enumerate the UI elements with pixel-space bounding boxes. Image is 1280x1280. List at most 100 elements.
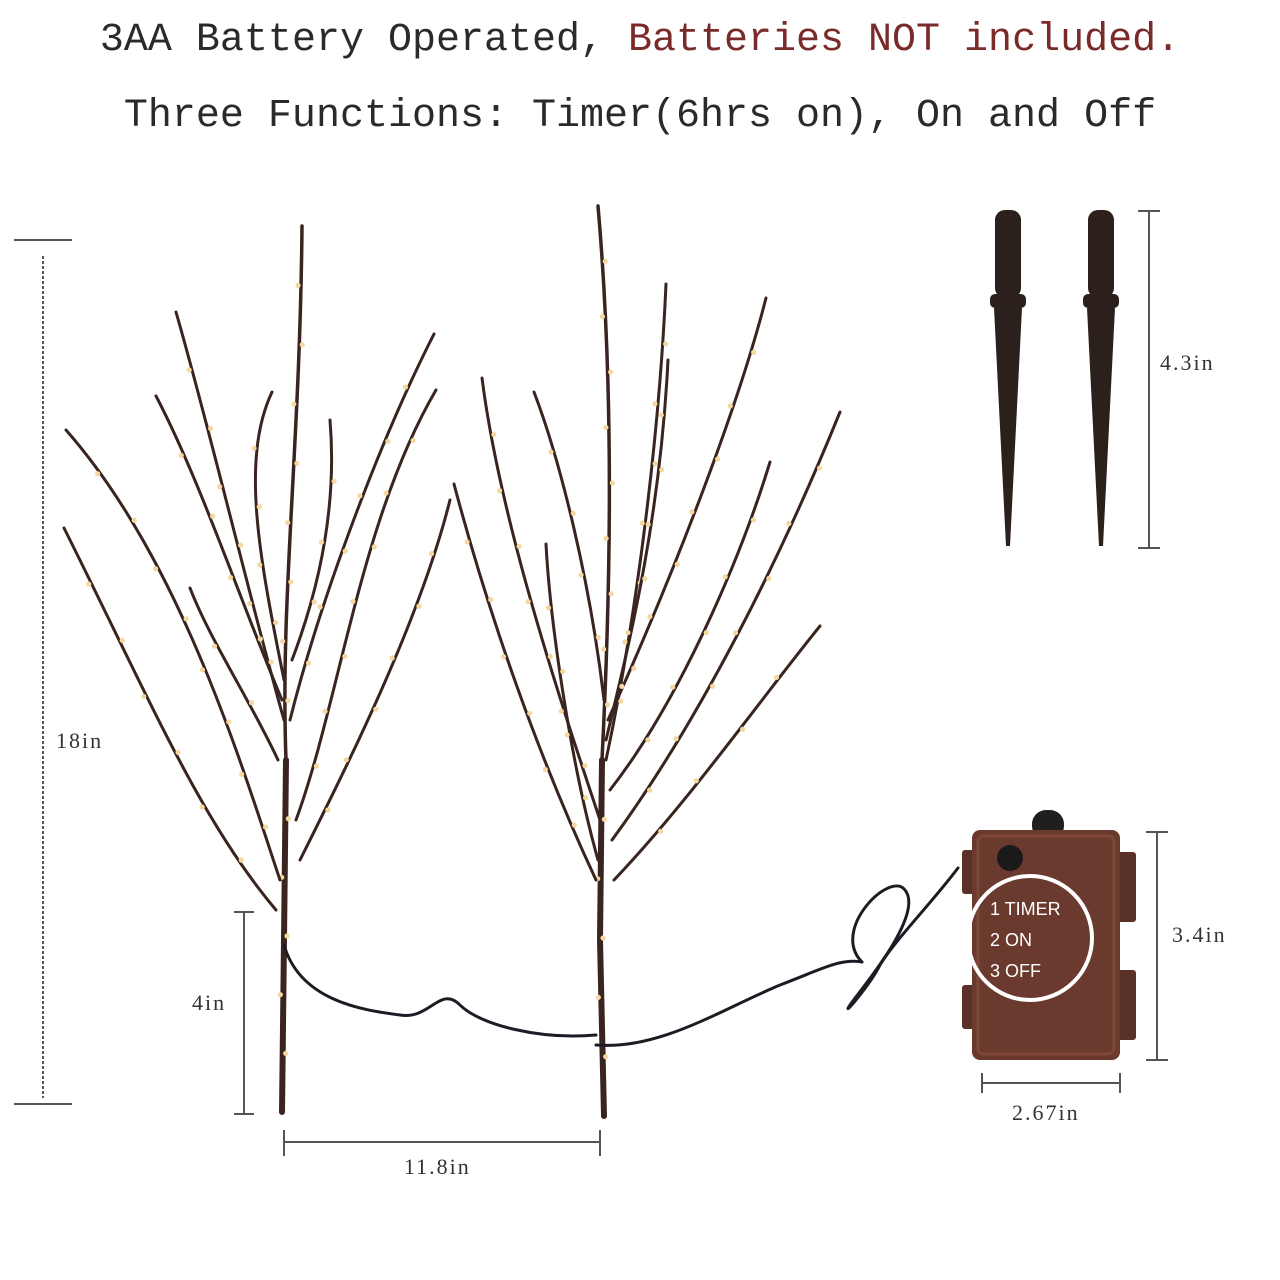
tree-branch (298, 498, 452, 862)
mode-label-ring (966, 874, 1094, 1002)
led-bulb (331, 478, 337, 484)
led-bulb (751, 349, 757, 355)
headline-battery: 3AA Battery Operated, Batteries NOT incl… (0, 18, 1280, 63)
tree-branch (544, 542, 600, 862)
power-wire (282, 866, 960, 1047)
tree-branch (253, 390, 286, 682)
tree-branch (480, 376, 602, 822)
led-bulb (208, 425, 214, 431)
led-bulb (603, 535, 609, 541)
headline-batteries-not-included: Batteries NOT included. (628, 18, 1181, 63)
led-bulb (227, 574, 234, 581)
led-bulb (766, 575, 772, 582)
led-bulb (631, 665, 637, 672)
tree-branch (283, 224, 304, 762)
led-bulb (295, 282, 301, 288)
led-bulb (294, 460, 300, 466)
led-bulb (285, 698, 291, 704)
led-bulb (383, 490, 389, 496)
led-bulb (94, 471, 101, 477)
led-bulb (560, 668, 566, 675)
led-bulb (313, 763, 319, 769)
led-bulb (385, 438, 391, 444)
wire-loop (846, 866, 960, 1011)
dim-4in-label: 4in (192, 990, 226, 1015)
led-bulb (199, 804, 205, 810)
led-bulb (280, 638, 286, 644)
led-bulb (119, 637, 125, 643)
battery-box-switch-icon[interactable] (997, 845, 1023, 871)
branch-tree-right (452, 204, 842, 1119)
headline-functions: Three Functions: Timer(6hrs on), On and … (123, 94, 1157, 139)
led-bulb (570, 510, 576, 516)
tree-branch (64, 428, 282, 882)
led-bulb (608, 591, 614, 597)
led-bulb (342, 653, 348, 659)
led-bulb (622, 639, 628, 645)
led-bulb (186, 367, 192, 373)
led-bulb (256, 504, 262, 510)
led-bulb (175, 749, 181, 755)
led-bulb (625, 630, 631, 636)
led-bulb (547, 653, 553, 660)
led-bulb (599, 314, 606, 320)
led-bulb (527, 710, 533, 716)
led-bulb (239, 771, 245, 777)
tree-branch (174, 310, 286, 722)
led-bulb (343, 757, 349, 763)
led-bulb (285, 520, 291, 526)
led-bulb (273, 619, 279, 626)
led-bulb (658, 412, 664, 418)
led-bulb (226, 719, 232, 725)
led-bulb (283, 1050, 289, 1056)
led-bulb (619, 683, 625, 690)
led-bulb (350, 598, 356, 605)
led-bulb (183, 616, 189, 622)
led-bulb (601, 646, 607, 652)
led-bulb (673, 736, 679, 742)
wire-to-box (594, 959, 864, 1047)
led-bulb (131, 517, 137, 523)
led-bulb (178, 452, 184, 459)
led-bulb (268, 659, 274, 665)
led-bulb (542, 766, 548, 773)
tree-branch (62, 526, 278, 912)
led-bulb (608, 369, 614, 375)
led-bulb (663, 341, 669, 347)
tree-branch (452, 482, 598, 882)
led-bulb (732, 630, 739, 636)
led-bulb (548, 449, 554, 455)
mode-on-label: 2 ON (990, 930, 1032, 950)
branch-tree-left (62, 224, 452, 1115)
led-bulb (464, 539, 470, 545)
tree-branch (290, 418, 334, 662)
led-bulb (740, 726, 746, 732)
led-bulb (647, 613, 653, 620)
led-bulb (659, 467, 665, 473)
tree-branch (612, 624, 822, 882)
led-bulb (639, 520, 645, 526)
led-bulb (578, 572, 584, 578)
dim-267in-label: 2.67in (1012, 1100, 1080, 1125)
led-bulb (516, 543, 522, 549)
led-bulb (211, 643, 218, 649)
led-bulb (500, 654, 507, 660)
tree-branch (610, 410, 842, 842)
tree-branch (188, 586, 280, 762)
led-bulb (674, 561, 680, 567)
led-bulb (311, 599, 317, 605)
led-bulb (247, 600, 253, 607)
mode-timer-label: 1 TIMER (990, 899, 1061, 919)
wire-tree-link (282, 943, 598, 1038)
tree-branch (532, 390, 606, 702)
ground-spikes (990, 210, 1119, 546)
led-bulb (722, 574, 728, 580)
led-bulb (603, 424, 609, 431)
led-bulb (595, 994, 601, 1000)
tree-branch (294, 388, 438, 822)
led-bulb (318, 539, 325, 545)
led-bulb (642, 576, 648, 582)
led-bulb (786, 520, 792, 527)
led-bulb (545, 605, 552, 611)
